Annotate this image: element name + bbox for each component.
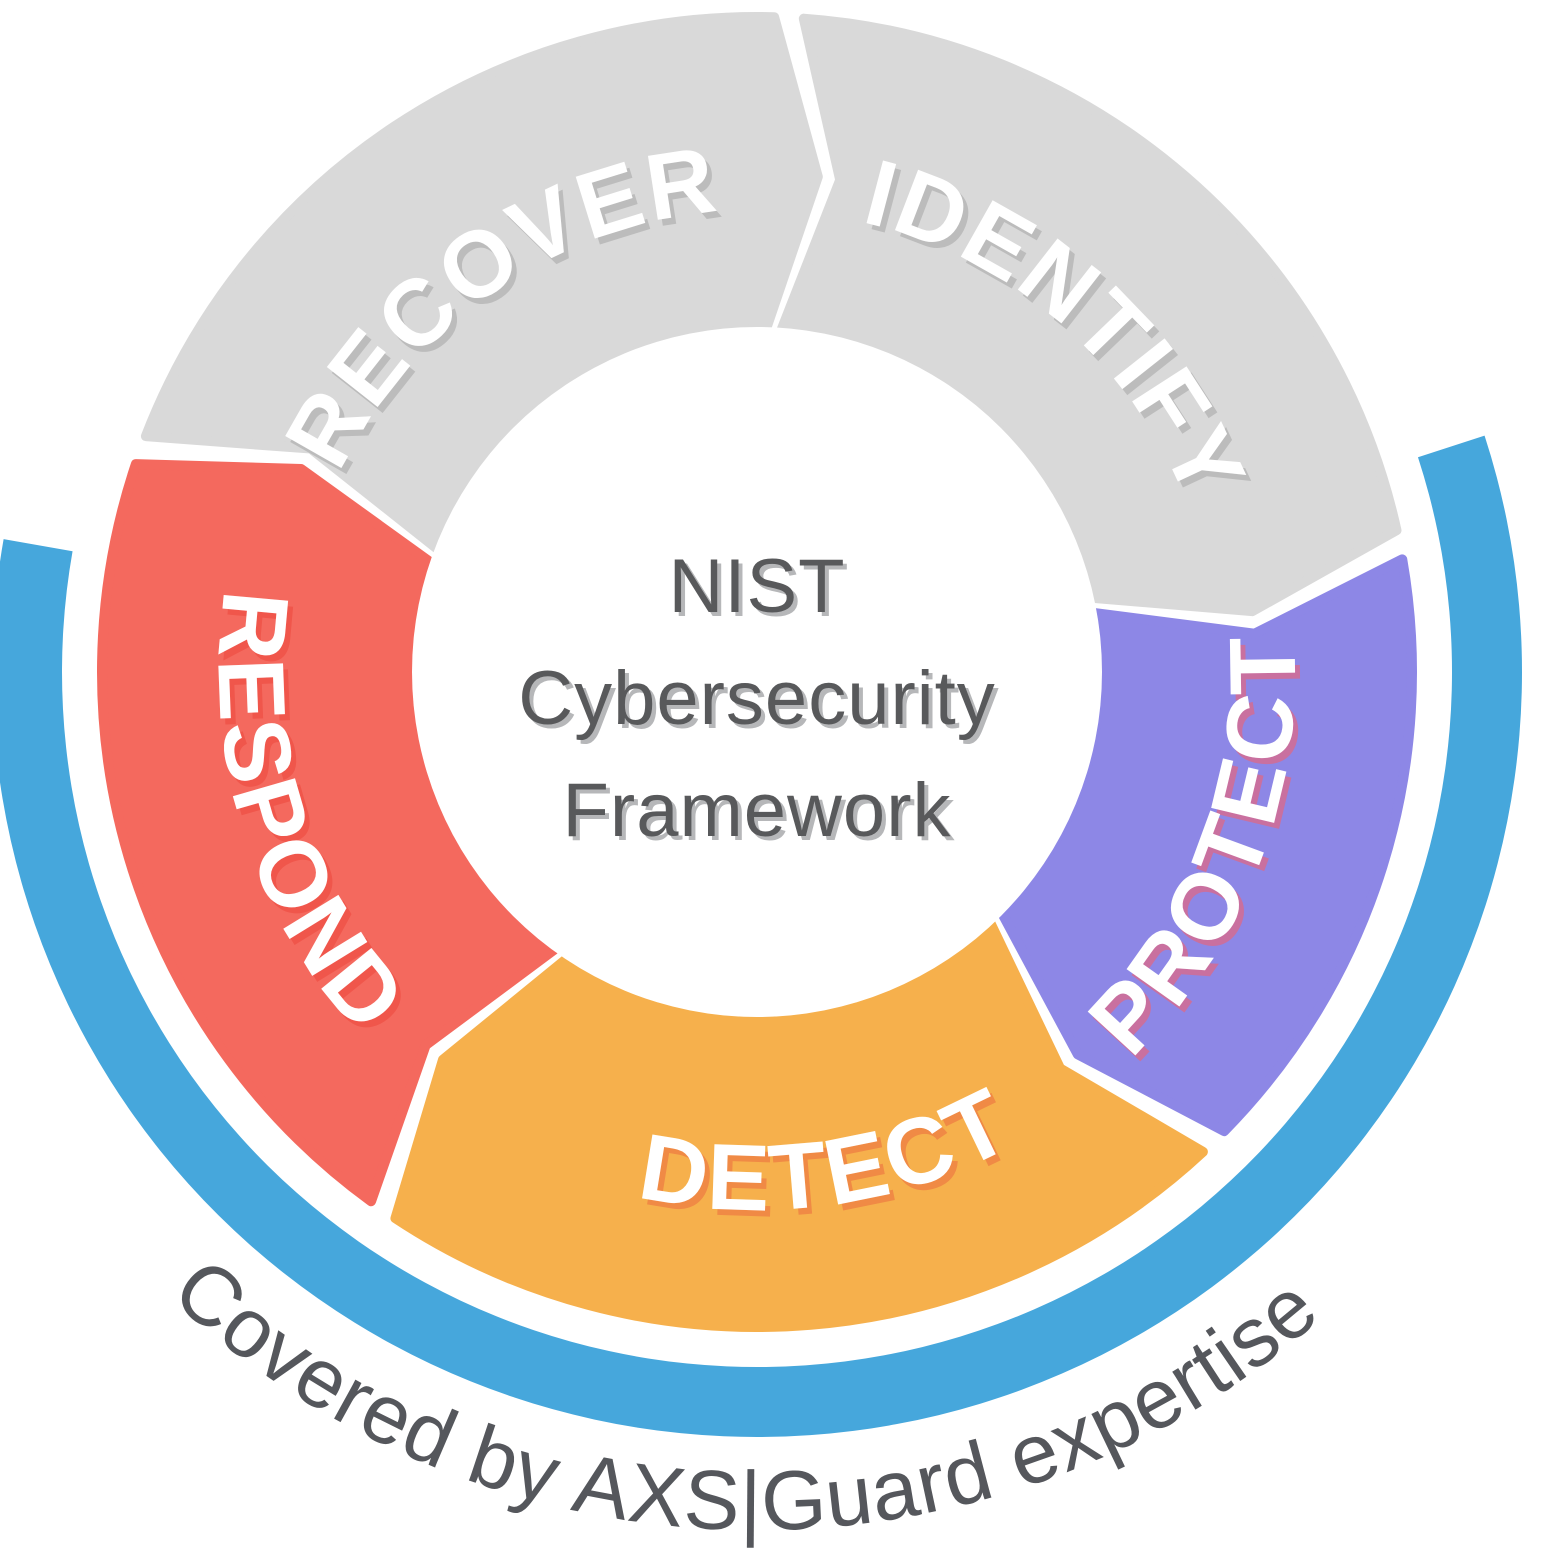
center-disc [412, 327, 1102, 1017]
